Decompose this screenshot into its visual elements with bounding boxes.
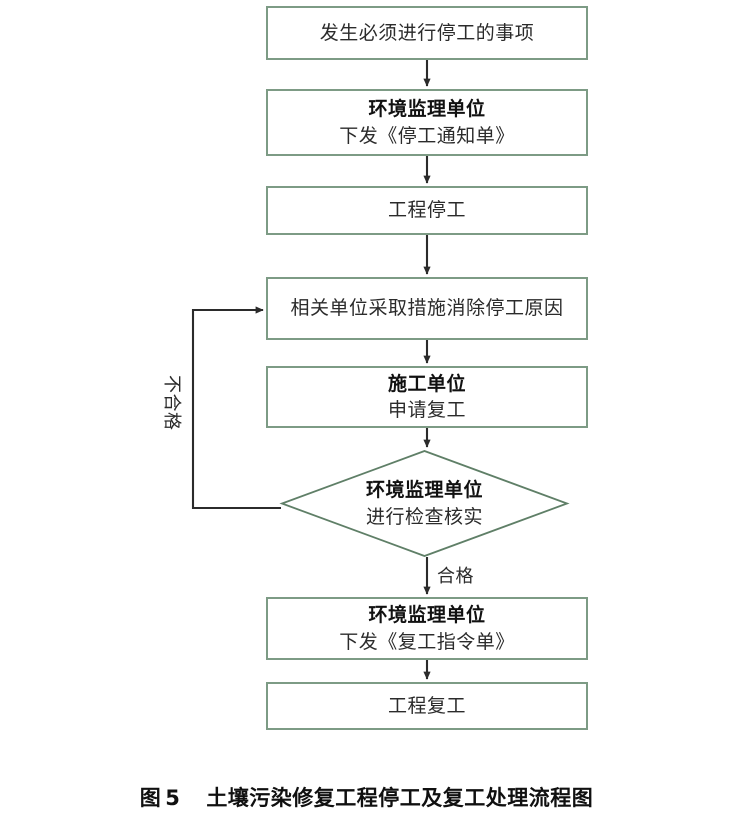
node-project-resumed-line-1: 工程复工 bbox=[387, 694, 466, 717]
node-project-resumed[interactable]: 工程复工 bbox=[266, 682, 588, 730]
node-issue-stop-work-notice[interactable]: 环境监理单位 下发《停工通知单》 bbox=[266, 89, 588, 156]
node-issue-resume-order-line-2: 下发《复工指令单》 bbox=[339, 630, 515, 653]
decision-diamond-shape bbox=[279, 450, 570, 557]
figure-caption-title: 土壤污染修复工程停工及复工处理流程图 bbox=[206, 786, 594, 810]
node-remove-stop-cause[interactable]: 相关单位采取措施消除停工原因 bbox=[266, 277, 588, 340]
node-project-stopped[interactable]: 工程停工 bbox=[266, 186, 588, 235]
node-remove-stop-cause-line-1: 相关单位采取措施消除停工原因 bbox=[290, 297, 564, 320]
node-trigger-event[interactable]: 发生必须进行停工的事项 bbox=[266, 6, 588, 60]
node-issue-resume-order-line-1: 环境监理单位 bbox=[368, 604, 486, 627]
figure-caption-label: 图 bbox=[139, 786, 162, 810]
node-apply-resume-work-line-2: 申请复工 bbox=[387, 399, 466, 421]
node-issue-stop-work-notice-line-1: 环境监理单位 bbox=[368, 98, 486, 121]
node-apply-resume-work[interactable]: 施工单位 申请复工 bbox=[266, 366, 588, 428]
node-issue-stop-work-notice-line-2: 下发《停工通知单》 bbox=[339, 124, 515, 147]
node-issue-resume-order[interactable]: 环境监理单位 下发《复工指令单》 bbox=[266, 597, 588, 660]
figure-caption-number: 5 bbox=[165, 786, 181, 810]
edge-label-fail: 不合格 bbox=[161, 375, 182, 431]
node-apply-resume-work-line-1: 施工单位 bbox=[387, 372, 466, 395]
edge-label-pass: 合格 bbox=[437, 566, 474, 587]
node-project-stopped-line-1: 工程停工 bbox=[387, 199, 466, 222]
node-inspection-decision[interactable]: 环境监理单位 进行检查核实 bbox=[279, 450, 570, 557]
node-trigger-event-line-1: 发生必须进行停工的事项 bbox=[319, 21, 535, 44]
